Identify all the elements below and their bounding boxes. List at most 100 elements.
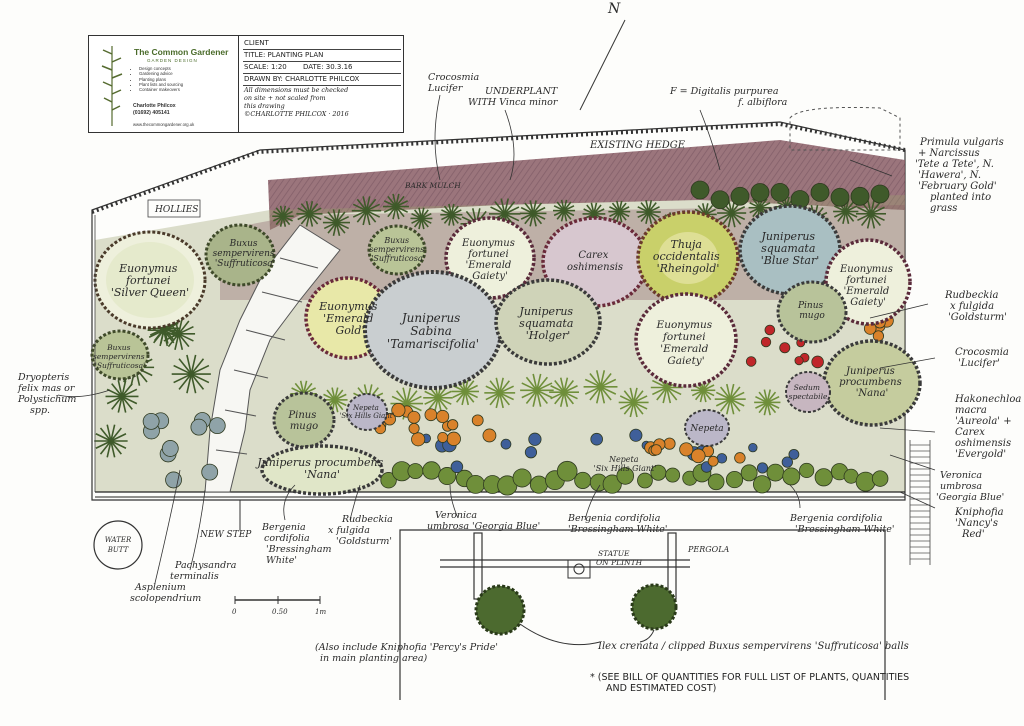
shrub-buxus-small-left [90,329,150,381]
grass-plant [583,370,618,404]
hedge-shrub [830,187,850,207]
rudbeckia-flower [734,452,746,464]
label-euonymus-gaiety-b: Euonymus fortunei 'Emerald Gaiety' [839,264,896,308]
shrub-buxus-left [204,223,276,287]
groundcover-blob [438,467,457,486]
callout-veronica-right: Veronica umbrosa 'Georgia Blue' [936,470,1004,503]
grass-plant [618,387,649,418]
site-labels: EXISTING HEDGE BARK MULCH HOLLIES NEW ST… [147,1,686,540]
grass-plant [382,193,409,220]
callout-kniphofia-note: (Also include Kniphofia 'Percy's Pride' … [315,642,501,664]
groundcover-blob [616,467,635,485]
grass-plant [520,373,554,407]
existing-hedge [91,121,906,501]
water-butt: WATER BUTT [93,520,143,570]
scale-bar: 0 0.50 1m [232,596,326,616]
title-line: TITLE: PLANTING PLAN [243,50,401,62]
hedge-shrub [690,180,710,200]
groundcover-blob [871,470,889,487]
groundcover-blob [466,474,485,494]
label-nepeta-right: Nepeta [689,424,723,434]
shrub-buxus-mid [367,224,427,276]
service-item: Planting plans [139,77,183,82]
veronica-flower [590,432,603,446]
veronica-flower [629,428,643,442]
scale-value: SCALE: 1:20 [244,63,287,71]
crocosmia-flower [760,336,772,348]
edging-strip [95,491,905,498]
crocosmia-flower [811,355,824,369]
groundcover-blob [752,475,772,494]
label-nepeta-left: Nepeta 'Six Hills Giant' [339,404,394,420]
label-euonymus-gaiety-c: Euonymus fortunei 'Emerald Gaiety' [656,319,716,367]
rudbeckia-flower [436,409,450,424]
stepping-stone-path [204,224,341,493]
fern-clump [161,440,179,457]
pergola: PERGOLA [399,529,886,700]
callout-bergenia-left: Bergenia cordifolia 'Bressingham White' [261,522,335,566]
rudbeckia-flower [408,422,420,434]
bark-mulch-area [268,140,905,230]
groundcover-blob [707,473,725,491]
label-thuja: Thuja occidentalis 'Rheingold' [653,238,723,275]
groundcover-blob [422,461,441,480]
shrub-juniperus-procumbens-left [260,444,384,496]
groundcover-blob [637,472,653,489]
callout-digitalis: F = Digitalis purpurea f. albiflora [669,86,788,108]
rudbeckia-flower [447,419,459,431]
services-list: Design concepts Gardening advice Plantin… [133,66,183,92]
veronica-flower [450,460,464,474]
veronica-flower [528,432,542,446]
crocosmia-flower [764,324,776,336]
callout-asplenium: Asplenium scolopendrium [130,582,201,604]
date-value: DATE: 30.3.16 [302,63,353,71]
hedge-shrub [770,183,790,202]
shrub-sedum [785,371,831,413]
callout-rudbeckia-bottom: Rudbeckia x fulgida 'Goldsturm' [328,514,396,547]
veronica-flower [500,438,512,450]
callout-veronica-bottom: Veronica umbrosa 'Georgia Blue' [427,510,540,532]
veronica-flower [524,446,538,459]
label-pinus-left: Pinus mugo [287,410,319,432]
fern-clump [208,417,226,435]
label-euonymus-gold: Euonymus 'Emerald Gold' [318,300,381,337]
grass-plant [171,354,211,394]
hedge-shrub [870,184,890,204]
label-euonymus-silver: Euonymus fortunei 'Silver Queen' [111,262,189,299]
callout-rudbeckia-right: Rudbeckia x fulgida 'Goldsturm' [944,290,1007,323]
grass-plant [608,200,631,223]
rudbeckia-flower [424,408,438,422]
callout-labels: Crocosmia Lucifer UNDERPLANT WITH Vinca … [17,72,1021,694]
groundcover-blob [855,471,876,492]
service-item: Gardening advice [139,71,183,76]
drawn-by-line: DRAWN BY: CHARLOTTE PHILCOX [243,74,401,86]
groundcover-blob [740,464,758,482]
phone-number: (01692) 405141 [133,109,170,116]
shrub-euonymus-silver-queen [93,230,207,330]
veronica-flower [748,442,758,453]
hedge-shrub [730,186,750,206]
note-line: this drawing [244,102,285,110]
shrub-juniperus-holger [494,278,602,366]
scale-date-line: SCALE: 1:20 DATE: 30.3.16 [243,62,401,74]
rudbeckia-flower [471,414,484,427]
callouts [57,94,936,584]
plant-labels: Euonymus fortunei 'Silver Queen' Buxus s… [93,230,902,481]
label-new-step: NEW STEP [199,530,252,540]
groundcover-blob [512,468,532,488]
veronica-flower [788,448,800,460]
north-arrow [579,19,626,111]
veronica-flower [781,456,793,468]
copyright: ©CHARLOTTE PHILCOX · 2016 [244,110,349,118]
callout-pachysandra: Pachysandra terminalis [170,560,239,582]
groundcover-blob [665,467,681,483]
label-pinus-right: Pinus mugo [797,301,826,321]
crocosmia-flower [745,356,757,367]
contact-details: Charlotte Philcox (01692) 405141 [133,103,176,116]
grass-area [789,106,901,151]
disclaimer-note: All dimensions must be checked on site +… [243,86,401,118]
label-pergola: PERGOLA [687,545,730,554]
label-juniperus-holger: Juniperus squamata 'Holger' [517,305,576,342]
grass-plant [549,377,579,407]
